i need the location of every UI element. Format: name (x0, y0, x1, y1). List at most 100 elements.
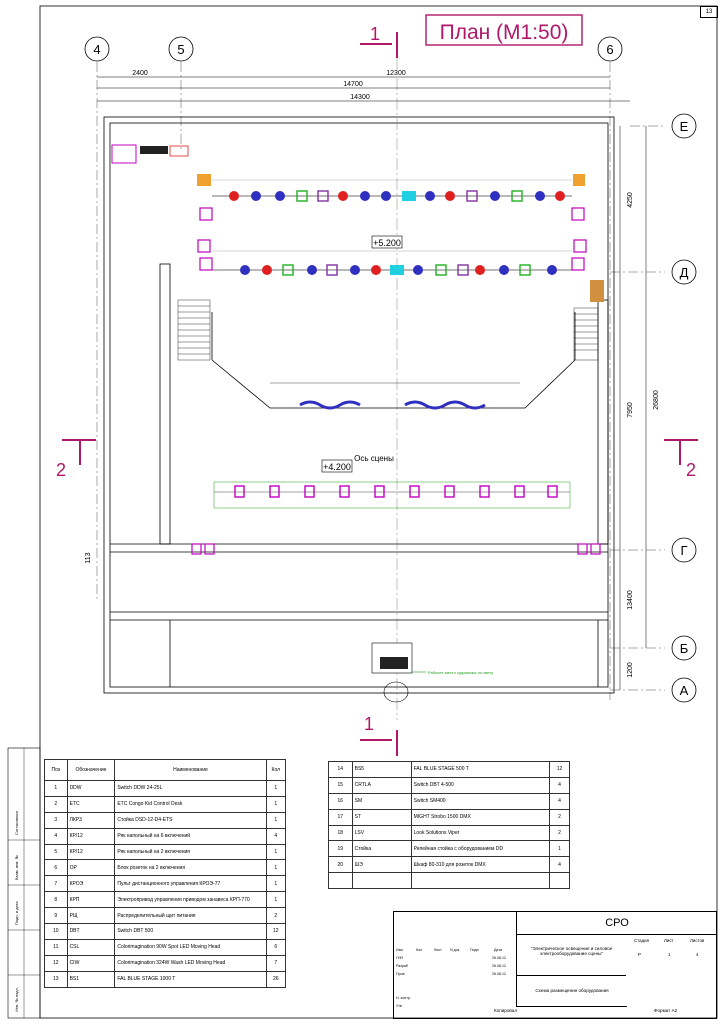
cell-qty: 1 (548, 840, 571, 858)
cell-name: Пульт дистанционного управления КРОЭ-77 (114, 875, 267, 893)
front-fixture (547, 485, 558, 498)
cell-qty: 4 (265, 827, 287, 845)
fixture-blue (240, 265, 250, 275)
cell-qty: 1 (265, 875, 287, 893)
cell-name: Распределительный щит питания (114, 907, 267, 925)
cyc-lights (270, 382, 520, 410)
fixture-red (445, 191, 455, 201)
fixture-purple (326, 264, 338, 276)
stamp-copied: Копировал (494, 1008, 518, 1013)
axis-d-label: Д (680, 265, 689, 280)
cell-name (410, 872, 550, 890)
cell-code: РЩ (66, 907, 116, 925)
level-upper-box (371, 235, 403, 249)
cell-name: FAL BLUE STAGE 1000 T (114, 970, 267, 988)
axis-b-bubble (671, 635, 697, 661)
cell-pos: 12 (44, 954, 68, 972)
stamp-date-2: 26.08.12 (492, 964, 506, 968)
cell-code (351, 872, 412, 890)
cell-qty: 12 (265, 923, 287, 940)
stamp-sheets-label: Листов (690, 938, 705, 943)
cell-pos: 1 (44, 780, 68, 797)
side-booms (197, 207, 587, 271)
level-upper: +5.200 (373, 238, 401, 248)
cell-code: ST (351, 808, 412, 826)
axis-d-bubble (671, 259, 697, 285)
axis-a-bubble (671, 677, 697, 703)
stamp-date-1: 26.08.12 (492, 956, 506, 960)
cell-pos: 20 (328, 856, 353, 874)
stamp-stage-label: Стадия (634, 938, 649, 943)
stamp-stage-value: Р (638, 952, 641, 957)
level-lower: +4.200 (323, 462, 351, 472)
cell-name: MIGHT Strobo 1500 DMX (410, 808, 550, 826)
cell-qty: 2 (548, 824, 571, 842)
cell-pos: 14 (328, 761, 353, 778)
dim-14700: 14700 (343, 81, 363, 88)
cell-name: Colorimagination 90W Spot LED Moving Hea… (114, 938, 267, 956)
cell-name: Ряк напольный на 6 включений (114, 827, 267, 845)
fixture-blue (547, 265, 557, 275)
cell-name: Релейная стойка с оборудованием DD (410, 840, 550, 858)
fixture-red (555, 191, 565, 201)
axis-bubbles: 4 5 6 Е Д Г Б А (84, 36, 697, 703)
power-panel-left (197, 174, 211, 186)
cell-name: FAL BLUE STAGE 500 T (410, 761, 550, 778)
cell-code: LSV (351, 824, 412, 842)
section-2-right-label: 2 (686, 460, 696, 480)
cell-pos: 5 (44, 843, 68, 861)
table-header-row: Поз Обозначение Наименование Кол (44, 759, 287, 781)
fixture-blue (360, 191, 370, 201)
cell-name: Шкаф 80-310 для розеток DMX (410, 856, 550, 874)
axis-4-label: 4 (93, 42, 100, 57)
section-1-bottom-label: 1 (364, 714, 374, 734)
cyc-light-right (404, 400, 486, 410)
fixture-green (511, 190, 523, 202)
axis-b-label: Б (680, 641, 689, 656)
fixture-blue (490, 191, 500, 201)
axis-e-bubble (671, 113, 697, 139)
cell-code: ETC (66, 795, 116, 813)
stamp-col-change: Изм (396, 948, 403, 952)
cell-code: CRTLA (351, 776, 412, 794)
title-frame (425, 14, 583, 46)
cell-pos: 4 (44, 827, 68, 845)
cell-qty: 4 (548, 776, 571, 794)
fixture-green (282, 264, 294, 276)
stamp-format: Формат А2 (654, 1008, 678, 1013)
power-panel-d (590, 280, 604, 302)
side-stamp: Согласовано Взам. инв. № Подп. и дата Ин… (7, 747, 41, 1019)
dim-4250: 4250 (627, 192, 634, 208)
cell-pos: 19 (328, 840, 353, 858)
hall-side-lights (191, 543, 601, 555)
dim-14300: 14300 (350, 94, 370, 101)
stamp-col-doc: N док (450, 948, 460, 952)
level-lower-box (321, 459, 353, 473)
cell-qty: 1 (265, 891, 287, 909)
front-fixture (514, 485, 525, 498)
fixture-red (229, 191, 239, 201)
front-fixture (479, 485, 490, 498)
console-note: Рабочее место художника по свету (428, 670, 493, 675)
axis-5-label: 5 (177, 42, 184, 57)
cell-qty (548, 872, 571, 890)
upper-fixtures (229, 190, 565, 202)
cell-code: BS5 (351, 761, 412, 778)
control-cabinets (111, 144, 604, 302)
cell-name: ETC Congo Kid Control Desk (114, 795, 267, 813)
page-number: 13 (700, 6, 718, 18)
axis-g-label: Г (680, 543, 687, 558)
front-fixture (409, 485, 420, 498)
sheet-frame (39, 5, 718, 1019)
axis-6-bubble (597, 36, 623, 62)
cell-code: ШЭ (351, 856, 412, 874)
